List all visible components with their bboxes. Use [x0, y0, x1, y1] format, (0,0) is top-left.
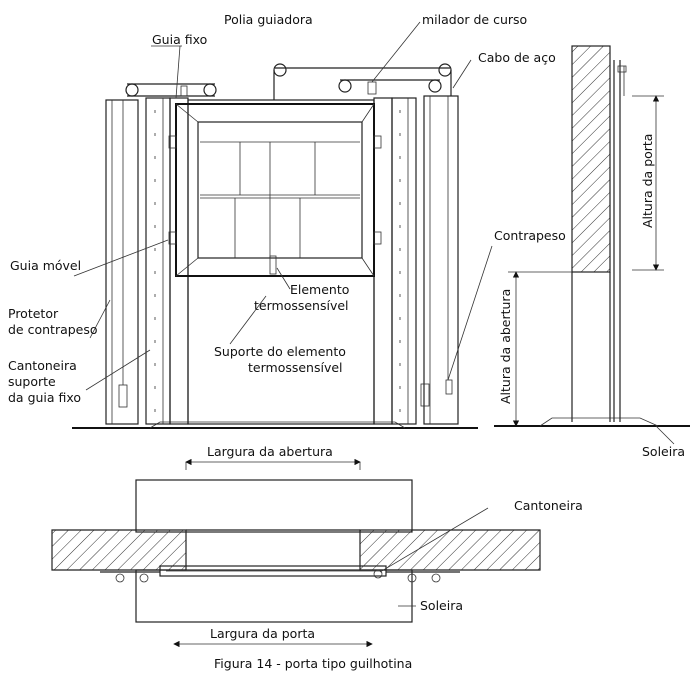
label-largura-abertura: Largura da abertura [207, 444, 333, 459]
guia-fixo-leader [175, 45, 181, 99]
cantoneira-suporte-leader [85, 349, 151, 391]
left-pulley-inner [203, 83, 217, 97]
protetor-leader [89, 299, 111, 339]
label-cantoneira-suporte-3: da guia fixo [8, 390, 81, 405]
suporte-leader [229, 295, 267, 345]
plan-threshold-box [135, 569, 413, 623]
left-fixed-guide [145, 97, 171, 425]
right-moving-guide [373, 97, 393, 425]
label-suporte-1: Suporte do elemento [214, 344, 346, 359]
stroke-limiter [367, 81, 377, 95]
contrapeso-leader [447, 245, 493, 381]
label-soleira-plan: Soleira [420, 598, 463, 613]
right-pulley-inner [428, 79, 442, 93]
limitador-leader [371, 21, 421, 83]
cabo-leader [452, 59, 472, 89]
label-soleira-side: Soleira [642, 444, 685, 459]
label-altura-abertura: Altura da abertura [498, 289, 513, 404]
top-pulley-right [438, 63, 452, 77]
guia-movel-leader [73, 239, 169, 277]
right-counterweight-protector [423, 95, 459, 425]
label-elemento-2: termossensível [254, 298, 349, 313]
door-leaf-inner-frame [197, 121, 363, 259]
front-elevation [72, 21, 493, 429]
plan-door-leaf [159, 565, 387, 577]
thermosensitive-element [269, 255, 277, 275]
side-threshold [539, 417, 659, 427]
top-pulley-left [273, 63, 287, 77]
label-polia-guiadora: Polia guiadora [224, 12, 313, 27]
right-pulley-outer [338, 79, 352, 93]
label-altura-porta: Altura da porta [640, 134, 655, 228]
label-cantoneira-suporte-1: Cantoneira [8, 358, 77, 373]
elemento-leader [276, 267, 291, 290]
side-section [494, 45, 690, 445]
plan-view [51, 458, 541, 648]
label-cantoneira-suporte-2: suporte [8, 374, 56, 389]
cantoneira-leader [379, 507, 489, 573]
right-counterweight [420, 383, 430, 407]
plan-right-wall [359, 529, 541, 571]
door-frame-background [187, 99, 375, 425]
front-threshold [149, 421, 406, 429]
right-counterweight-small [445, 379, 453, 395]
label-protetor-2: de contrapeso [8, 322, 98, 337]
left-counterweight [118, 384, 128, 408]
label-cantoneira: Cantoneira [514, 498, 583, 513]
label-contrapeso: Contrapeso [494, 228, 566, 243]
label-suporte-2: termossensível [248, 360, 343, 375]
label-largura-porta: Largura da porta [210, 626, 315, 641]
right-fixed-guide [391, 97, 417, 425]
label-limitador-curso: milador de curso [422, 12, 527, 27]
door-leaf [175, 103, 375, 277]
label-protetor-1: Protetor [8, 306, 59, 321]
label-guia-movel: Guia móvel [10, 258, 81, 273]
left-counterweight-protector [105, 99, 139, 425]
label-cabo-aco: Cabo de aço [478, 50, 556, 65]
plan-left-wall [51, 529, 187, 571]
left-pulley-outer [125, 83, 139, 97]
label-elemento-1: Elemento [290, 282, 349, 297]
side-wall-lintel [571, 45, 611, 273]
plan-upper-opening-box [135, 479, 413, 533]
plan-cantoneira-marker [373, 569, 383, 579]
left-moving-guide [169, 97, 189, 425]
label-guia-fixo: Guia fixo [152, 32, 207, 47]
figure-caption: Figura 14 - porta tipo guilhotina [214, 656, 412, 671]
